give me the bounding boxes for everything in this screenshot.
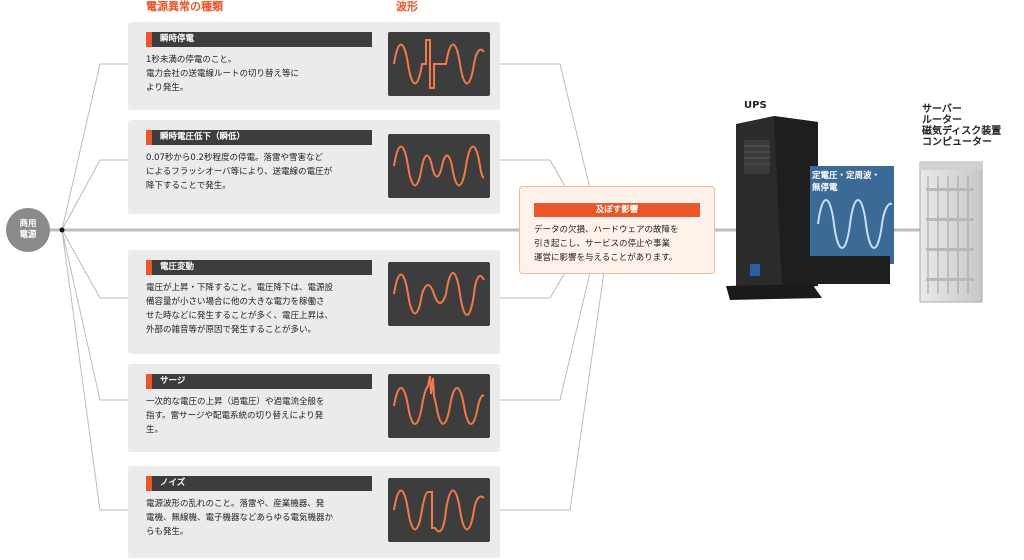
ups-label: UPS <box>744 100 767 111</box>
waveform-header: 波形 <box>396 0 418 13</box>
card-description: 一次的な電圧の上昇（過電圧）や過電流全般を 指す。雷サージや配電系統の切り替えに… <box>146 397 325 435</box>
ups-unit-image <box>726 116 894 300</box>
waveform-instant-outage <box>393 39 485 89</box>
waveform-panel <box>388 478 490 542</box>
card-title: 電圧変動 <box>146 260 372 275</box>
impact-box: 及ぼす影響 データの欠損、ハードウェアの故障を 引き起こし、サービスの停止や事業… <box>519 186 715 274</box>
ups-feature-tag: 定電圧・定周波・ 無停電 <box>812 171 881 193</box>
source-line1: 商用 <box>19 219 37 229</box>
waveform-voltage-sag <box>393 145 485 187</box>
waveform-panel <box>388 134 490 198</box>
waveform-panel <box>388 32 490 96</box>
card-description: 0.07秒から0.2秒程度の停電。落雷や雪害など によるフラッシオーバ等により、… <box>146 153 333 191</box>
card-title: 瞬時電圧低下（瞬低） <box>146 130 372 145</box>
waveform-noise <box>393 489 485 533</box>
card-description: 1秒未満の停電のこと。 電力会社の送電線ルートの切り替え等に より発生。 <box>146 55 300 93</box>
card-surge: サージ 一次的な電圧の上昇（過電圧）や過電流全般を 指す。雷サージや配電系統の切… <box>128 364 500 452</box>
server-tower-image <box>919 161 983 303</box>
card-title: 瞬時停電 <box>146 32 372 47</box>
impact-title: 及ぼす影響 <box>534 203 700 217</box>
devices-label: サーバー ルーター 磁気ディスク装置 コンピューター <box>922 104 1002 148</box>
card-title: ノイズ <box>146 476 372 491</box>
card-instant-outage: 瞬時停電 1秒未満の停電のこと。 電力会社の送電線ルートの切り替え等に より発生… <box>128 22 500 110</box>
card-voltage-sag: 瞬時電圧低下（瞬低） 0.07秒から0.2秒程度の停電。落雷や雪害など によるフ… <box>128 120 500 214</box>
types-header: 電源異常の種類 <box>146 0 223 13</box>
waveform-panel <box>388 374 490 438</box>
card-voltage-fluctuation: 電圧変動 電圧が上昇・下降すること。電圧降下は、電源設 備容量が小さい場合に他の… <box>128 250 500 354</box>
commercial-power-source: 商用 電源 <box>6 208 50 252</box>
card-title: サージ <box>146 374 372 389</box>
source-line2: 電源 <box>19 230 37 240</box>
waveform-panel <box>388 262 490 326</box>
card-description: 電圧が上昇・下降すること。電圧降下は、電源設 備容量が小さい場合に他の大きな電力… <box>146 283 334 335</box>
waveform-voltage-fluctuation <box>393 272 485 316</box>
card-description: 電源波形の乱れのこと。落雷や、産業機器、発 電機、無線機、電子機器などあらゆる電… <box>146 499 334 537</box>
card-noise: ノイズ 電源波形の乱れのこと。落雷や、産業機器、発 電機、無線機、電子機器などあ… <box>128 466 500 558</box>
impact-text: データの欠損、ハードウェアの故障を 引き起こし、サービスの停止や事業 運営に影響… <box>534 225 679 263</box>
waveform-surge <box>393 375 485 425</box>
